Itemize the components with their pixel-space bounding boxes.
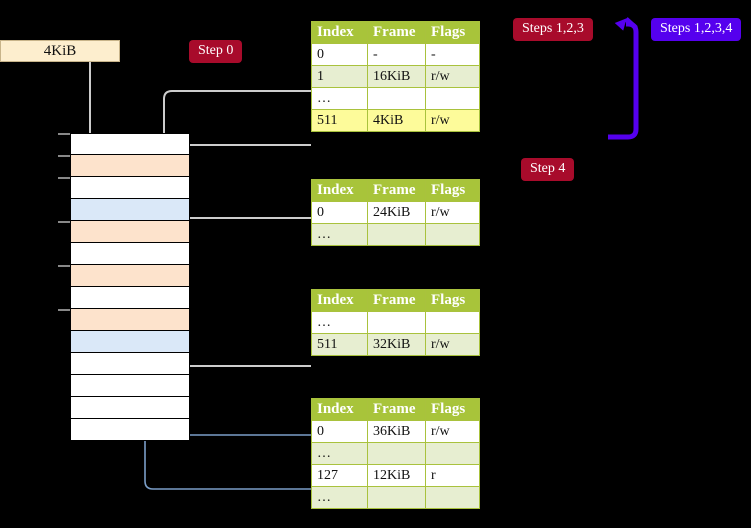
table-row: … xyxy=(311,442,480,465)
table-row: … xyxy=(311,486,480,509)
cell-flags: r/w xyxy=(425,109,480,132)
cell-frame: 32KiB xyxy=(367,333,426,356)
badge-step-0-text: Step 0 xyxy=(198,43,234,58)
cell-index: 0 xyxy=(311,201,368,224)
cell-flags xyxy=(425,223,480,246)
memory-frame-row xyxy=(70,199,190,221)
cell-frame: 24KiB xyxy=(367,201,426,224)
cell-index: … xyxy=(311,442,368,465)
table-row: … xyxy=(311,311,480,334)
table-row: 0-- xyxy=(311,43,480,66)
cell-flags: r/w xyxy=(425,420,480,443)
cell-frame xyxy=(367,87,426,110)
badge-steps-123-text: Steps 1,2,3 xyxy=(522,21,584,36)
memory-frame-row xyxy=(70,397,190,419)
cell-frame: 12KiB xyxy=(367,464,426,487)
cell-flags: - xyxy=(425,43,480,66)
cell-index: 127 xyxy=(311,464,368,487)
wire-purple-arrowhead xyxy=(614,17,638,31)
column-header-frame: Frame xyxy=(367,21,426,44)
badge-step-4-text: Step 4 xyxy=(530,161,566,176)
table-row: … xyxy=(311,87,480,110)
memory-frame-row xyxy=(70,243,190,265)
cell-frame xyxy=(367,442,426,465)
memory-column xyxy=(70,133,190,441)
column-header-frame: Frame xyxy=(367,398,426,421)
cell-index: … xyxy=(311,223,368,246)
column-header-index: Index xyxy=(311,21,368,44)
cell-flags xyxy=(425,486,480,509)
cell-flags xyxy=(425,311,480,334)
cell-frame xyxy=(367,486,426,509)
cell-index: 1 xyxy=(311,65,368,88)
memory-frame-row xyxy=(70,353,190,375)
column-header-index: Index xyxy=(311,398,368,421)
cell-frame: 16KiB xyxy=(367,65,426,88)
memory-frame-row xyxy=(70,309,190,331)
cell-index: … xyxy=(311,486,368,509)
size-label-box: 4KiB xyxy=(0,40,120,62)
memory-frame-row xyxy=(70,177,190,199)
cell-flags: r/w xyxy=(425,333,480,356)
cell-frame: 36KiB xyxy=(367,420,426,443)
cell-index: 511 xyxy=(311,333,368,356)
badge-steps-123: Steps 1,2,3 xyxy=(513,18,593,41)
cell-flags xyxy=(425,442,480,465)
memory-frame-row xyxy=(70,155,190,177)
column-header-frame: Frame xyxy=(367,289,426,312)
memory-frame-row xyxy=(70,221,190,243)
cell-index: … xyxy=(311,87,368,110)
cell-frame xyxy=(367,223,426,246)
column-header-index: Index xyxy=(311,289,368,312)
memory-frame-row xyxy=(70,419,190,441)
column-header-flags: Flags xyxy=(425,21,480,44)
column-header-frame: Frame xyxy=(367,179,426,202)
column-header-flags: Flags xyxy=(425,398,480,421)
column-header-flags: Flags xyxy=(425,179,480,202)
memory-frame-row xyxy=(70,375,190,397)
memory-frame-row xyxy=(70,265,190,287)
cell-index: 0 xyxy=(311,43,368,66)
column-header-flags: Flags xyxy=(425,289,480,312)
memory-frame-row xyxy=(70,287,190,309)
wire-t1r1-to-memory xyxy=(163,90,311,152)
badge-steps-1234-text: Steps 1,2,3,4 xyxy=(660,21,733,36)
cell-frame xyxy=(367,311,426,334)
cell-flags: r/w xyxy=(425,65,480,88)
cell-index: 511 xyxy=(311,109,368,132)
cell-index: … xyxy=(311,311,368,334)
cell-flags: r/w xyxy=(425,201,480,224)
cell-flags xyxy=(425,87,480,110)
column-header-index: Index xyxy=(311,179,368,202)
cell-flags: r xyxy=(425,464,480,487)
badge-steps-1234: Steps 1,2,3,4 xyxy=(651,18,742,41)
badge-step-0: Step 0 xyxy=(189,40,243,63)
cell-frame: 4KiB xyxy=(367,109,426,132)
badge-step-4: Step 4 xyxy=(521,158,575,181)
size-label-text: 4KiB xyxy=(43,42,77,59)
memory-frame-row xyxy=(70,331,190,353)
table-row: … xyxy=(311,223,480,246)
cell-frame: - xyxy=(367,43,426,66)
cell-index: 0 xyxy=(311,420,368,443)
memory-frame-row xyxy=(70,133,190,155)
wire-t4r127-to-memory xyxy=(137,211,311,490)
